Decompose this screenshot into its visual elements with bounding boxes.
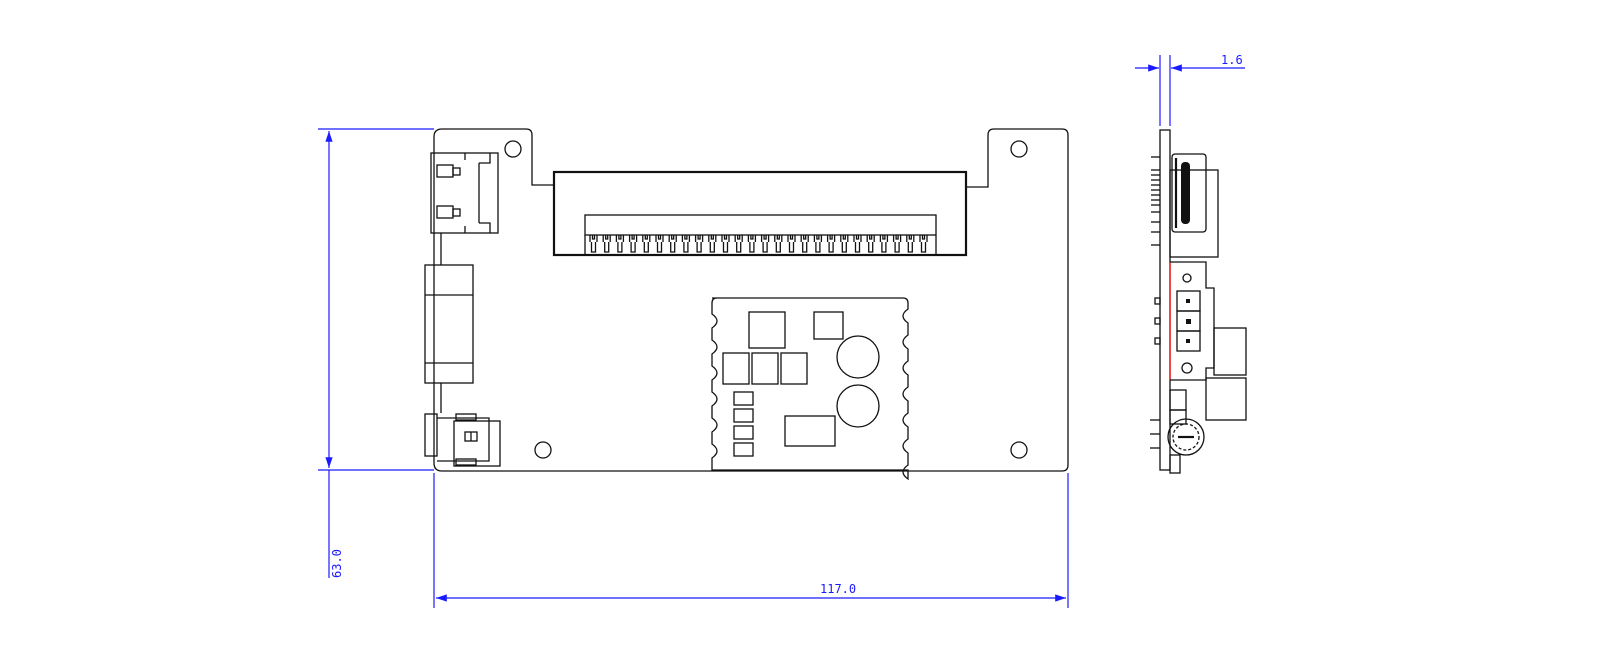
- pcb-edge: [1159, 129, 1171, 471]
- header-pin: [642, 235, 651, 253]
- header-pin: [681, 235, 691, 253]
- mounting-hole: [534, 441, 552, 459]
- header-pin: [774, 235, 783, 253]
- bottom-side-pins: [1150, 156, 1161, 449]
- header-pin: [721, 235, 730, 253]
- mounting-holes: [504, 140, 1028, 459]
- header-pin: [879, 235, 889, 253]
- header-pin: [694, 235, 704, 253]
- mounting-hole: [1010, 140, 1028, 158]
- header-pin: [866, 235, 875, 253]
- pcb-outline: [433, 128, 1069, 472]
- width-label: 117.0: [820, 582, 856, 596]
- header-pin: [589, 235, 598, 253]
- header-pin: [892, 235, 902, 253]
- header-pin: [602, 235, 611, 253]
- header-pin: [668, 235, 677, 253]
- header-pin: [734, 235, 743, 253]
- header-pin: [615, 235, 625, 253]
- header-pin: [853, 235, 862, 253]
- dimension-height: 63.0: [318, 128, 434, 578]
- header-pin: [655, 235, 664, 253]
- potentiometer-side: [1167, 389, 1205, 474]
- header-pin: [919, 235, 928, 253]
- header-pin: [840, 235, 849, 253]
- header-pin: [747, 235, 757, 253]
- jst-connector: [424, 413, 501, 467]
- header-pin: [628, 235, 638, 253]
- dimension-width: 117.0: [433, 473, 1069, 608]
- dimension-thickness: 1.6: [1135, 53, 1245, 126]
- thickness-label: 1.6: [1221, 53, 1243, 67]
- ferrite-component: [424, 264, 474, 384]
- mounting-hole: [504, 140, 522, 158]
- terminal-block-side: [1170, 261, 1247, 421]
- header-pin: [800, 235, 809, 253]
- header-pin: [787, 235, 796, 253]
- header-pin: [708, 235, 717, 253]
- mounting-hole: [1010, 441, 1028, 459]
- header-pin: [906, 235, 915, 253]
- hdmi-connector: [430, 152, 499, 234]
- height-label: 63.0: [330, 549, 344, 578]
- side-view: [1150, 129, 1247, 474]
- power-module: [711, 297, 909, 481]
- header-pin: [826, 235, 836, 253]
- header-pin: [813, 235, 823, 253]
- header-pin: [760, 235, 770, 253]
- gpio-header-connector: [552, 170, 968, 257]
- top-view: [424, 128, 1069, 481]
- hdmi-side: [1169, 153, 1219, 258]
